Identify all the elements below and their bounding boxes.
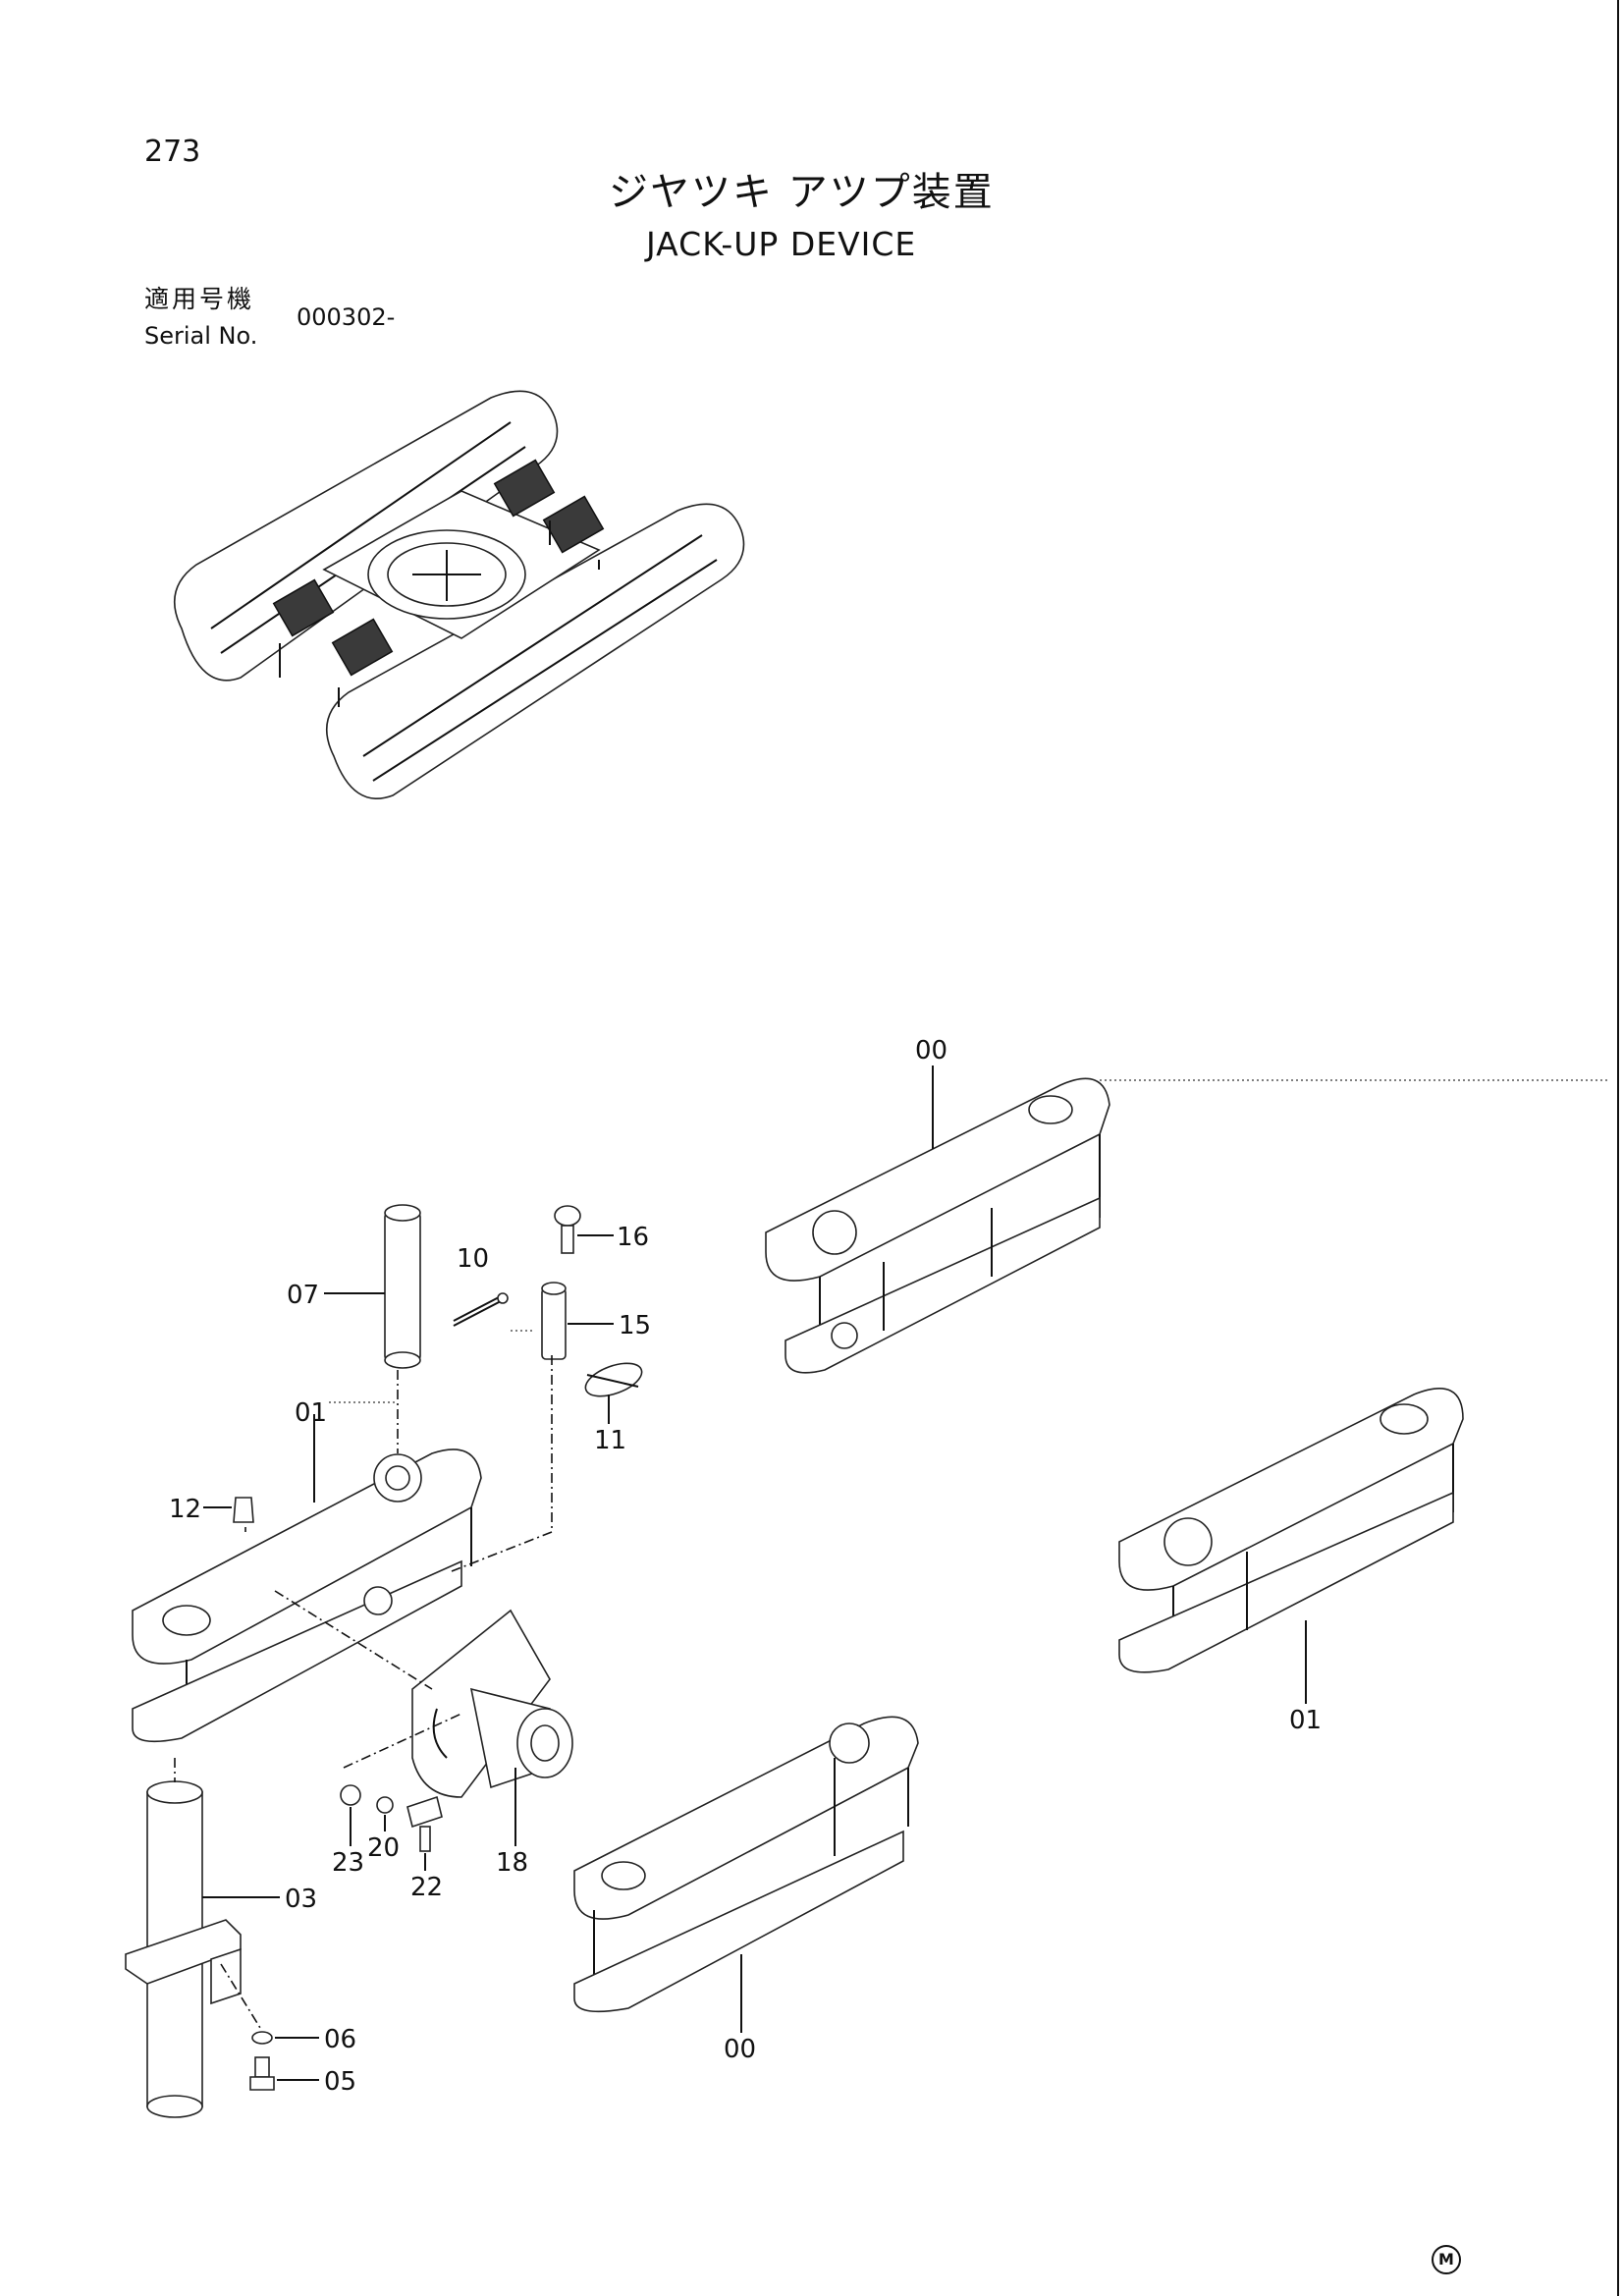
bolt-05-illustration xyxy=(249,2056,275,2091)
part-label-06: 06 xyxy=(324,2025,356,2054)
washer-06-illustration xyxy=(251,2031,273,2045)
part-label-01-left: 01 xyxy=(295,1398,327,1428)
part-label-18: 18 xyxy=(496,1848,528,1878)
cotter-pin-10-eye xyxy=(497,1292,509,1304)
part-label-23: 23 xyxy=(332,1848,364,1878)
pin-15-illustration xyxy=(541,1282,567,1360)
lock-clip-11-illustration xyxy=(584,1362,643,1397)
undercarriage-overview-illustration xyxy=(173,390,745,799)
serial-label-japanese: 適用号機 xyxy=(144,285,255,313)
assembly-guide-lines xyxy=(174,1079,1610,2029)
part-label-11: 11 xyxy=(594,1426,626,1455)
snap-ring-20-illustration xyxy=(376,1796,394,1814)
page-title-japanese: ジヤツキ アツプ装置 xyxy=(609,170,995,215)
frame-00-lower-illustration xyxy=(573,1716,919,2013)
wing-bolt-22-illustration xyxy=(406,1795,443,1852)
plug-12-illustration xyxy=(233,1497,254,1523)
brand-mark-circle: M xyxy=(1432,2245,1461,2274)
part-label-12: 12 xyxy=(169,1495,201,1524)
part-label-20: 20 xyxy=(367,1833,400,1863)
part-label-03: 03 xyxy=(285,1885,317,1914)
page-title-english: JACK-UP DEVICE xyxy=(646,225,917,263)
part-label-10: 10 xyxy=(457,1244,489,1274)
frame-01-left-illustration xyxy=(132,1449,482,1743)
part-label-07: 07 xyxy=(287,1281,319,1310)
page-number: 273 xyxy=(144,135,201,169)
part-label-00-bottom: 00 xyxy=(724,2035,756,2064)
pin-07-illustration xyxy=(384,1204,421,1369)
part-number-labels: 00 16 10 07 15 01 11 12 01 18 23 20 22 0… xyxy=(169,1036,1322,2097)
part-label-16: 16 xyxy=(617,1223,649,1252)
frame-01-right-illustration xyxy=(1118,1388,1464,1673)
washer-23-illustration xyxy=(340,1784,361,1806)
cylinder-03-illustration xyxy=(125,1780,242,2118)
serial-label-english: Serial No. xyxy=(144,322,258,350)
part-label-01-right: 01 xyxy=(1289,1706,1322,1735)
frame-00-upper-illustration xyxy=(765,1077,1110,1374)
jack-housing-18-illustration xyxy=(411,1609,573,1798)
part-label-00-top: 00 xyxy=(915,1036,947,1066)
serial-number-value: 000302- xyxy=(297,303,396,331)
part-label-05: 05 xyxy=(324,2067,356,2097)
cotter-pin-10-illustration xyxy=(453,1295,502,1327)
leader-lines xyxy=(202,1066,1307,2081)
part-label-15: 15 xyxy=(619,1311,651,1340)
part-label-22: 22 xyxy=(410,1873,443,1902)
ring-handle-16-illustration xyxy=(554,1205,581,1254)
